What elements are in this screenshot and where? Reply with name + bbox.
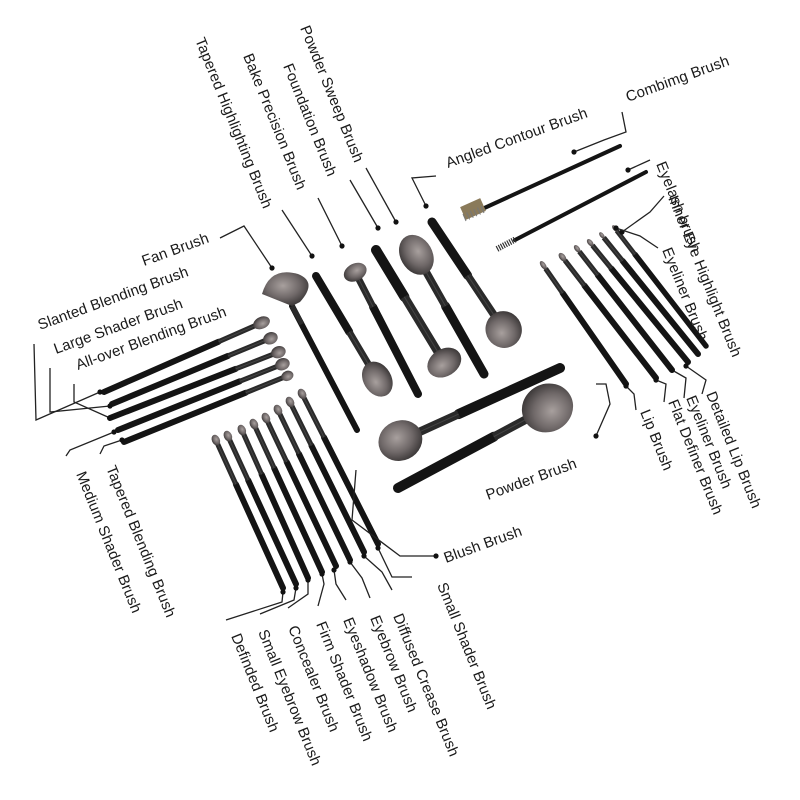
- diffused-crease-brush-leader-dot: [361, 553, 367, 559]
- tapered-highlighting-brush-image: [312, 272, 393, 397]
- leader-lines: [33, 111, 707, 621]
- eyeliner-brush-top-leader-dot: [613, 225, 619, 231]
- bake-precision-brush-leader-line: [317, 197, 343, 247]
- eyeliner-brush-top-image: [599, 232, 701, 357]
- blush-brush-image: [378, 363, 565, 461]
- definded-brush-leader-dot: [280, 589, 286, 595]
- tapered-blending-brush-leader-dot: [119, 437, 125, 443]
- fan-brush-leader-dot: [269, 265, 275, 271]
- eyebrow-brush-leader-dot: [347, 559, 353, 565]
- foundation-brush-image: [343, 262, 422, 398]
- tapered-highlighting-brush-label: Tapered Highlighting Brush: [191, 35, 275, 211]
- small-eyebrow-brush-leader-dot: [293, 585, 299, 591]
- definded-brush-leader-line: [225, 591, 284, 621]
- blush-brush-leader-dot: [433, 553, 439, 559]
- tapered-highlighting-brush-leader-dot: [309, 253, 315, 259]
- angled-contour-brush-image: [427, 217, 522, 348]
- combing-brush-leader-line: [573, 111, 627, 153]
- angled-contour-brush-leader-dot: [423, 203, 429, 209]
- eyeshadow-brush-leader-dot: [331, 567, 337, 573]
- medium-shader-brush-image: [115, 358, 290, 433]
- flat-definer-brush-leader-dot: [653, 377, 659, 383]
- blush-brush-leader-line: [351, 469, 436, 557]
- eyeliner-brush-top-leader-line: [615, 227, 659, 249]
- powder-sweep-brush-image: [399, 234, 489, 379]
- firm-shader-brush-leader-dot: [319, 571, 325, 577]
- eyeshadow-brush-image: [261, 412, 339, 569]
- diffused-crease-brush-leader-line: [363, 555, 393, 591]
- combing-brush-label: Combimg Brush: [624, 53, 732, 106]
- eyeliner-brush-bottom-image: [573, 245, 675, 373]
- powder-sweep-brush-leader-dot: [393, 219, 399, 225]
- small-shader-brush-leader-line: [377, 547, 412, 578]
- tapered-blending-brush-image: [121, 370, 294, 445]
- eyebrow-brush-leader-line: [349, 561, 371, 599]
- all-over-blending-brush-leader-dot: [107, 415, 113, 421]
- eyeliner-brush-bottom-leader-dot: [669, 367, 675, 373]
- detailed-lip-brush-leader-line: [685, 365, 707, 395]
- powder-brush-leader-line: [595, 383, 611, 437]
- large-shader-brush-image: [109, 332, 278, 407]
- diffused-crease-brush-image: [285, 396, 367, 555]
- angled-contour-brush-label: Angled Contour Brush: [444, 105, 590, 172]
- all-over-blending-brush-leader-line: [73, 384, 111, 419]
- definded-brush-image: [211, 434, 286, 591]
- concealer-brush-leader-dot: [305, 577, 311, 583]
- foundation-brush-leader-dot: [375, 225, 381, 231]
- small-shader-brush-leader-dot: [375, 545, 381, 551]
- flat-definer-brush-image: [558, 252, 659, 381]
- detailed-lip-brush-leader-dot: [683, 363, 689, 369]
- powder-brush-label: Powder Brush: [484, 455, 579, 504]
- lip-brush-image: [539, 260, 629, 387]
- eyeshadow-brush-leader-line: [333, 569, 347, 601]
- fan-brush-label: Fan Brush: [140, 230, 212, 270]
- eyeliner-brush-bottom-leader-line: [671, 369, 687, 399]
- fan-brush-leader-line: [219, 225, 273, 269]
- detailed-lip-brush-image: [586, 238, 691, 365]
- medium-shader-brush-leader-dot: [111, 429, 117, 435]
- tapered-highlighting-brush-leader-line: [281, 209, 313, 257]
- eyelash-brush-image: [495, 170, 648, 252]
- slanted-blending-brush-leader-dot: [97, 389, 103, 395]
- lip-brush-leader-line: [625, 385, 637, 411]
- concealer-brush-leader-line: [287, 580, 309, 609]
- medium-shader-brush-leader-line: [65, 431, 115, 457]
- powder-brush-image: [393, 383, 574, 493]
- small-shader-brush-label: Small Shader Brush: [433, 580, 499, 712]
- tapered-blending-brush-leader-line: [99, 439, 123, 455]
- inner-eye-highlight-brush-leader-line: [621, 195, 665, 233]
- inner-eye-highlight-brush-image: [612, 225, 709, 349]
- combing-brush-leader-dot: [571, 149, 577, 155]
- large-shader-brush-leader-line: [49, 368, 111, 413]
- angled-contour-brush-leader-line: [410, 175, 437, 207]
- concealer-brush-image: [237, 424, 311, 581]
- small-eyebrow-brush-image: [223, 430, 299, 587]
- firm-shader-brush-image: [249, 418, 325, 575]
- all-over-blending-brush-image: [107, 345, 286, 421]
- firm-shader-brush-leader-line: [317, 573, 325, 607]
- slanted-blending-brush-leader-line: [33, 343, 101, 421]
- foundation-brush-leader-line: [349, 179, 379, 229]
- powder-sweep-brush-leader-line: [365, 167, 397, 223]
- small-eyebrow-brush-leader-line: [259, 587, 297, 615]
- fan-brush-image: [262, 272, 360, 433]
- combing-brush-image: [460, 144, 622, 222]
- eyelash-brush-leader-line: [627, 159, 651, 171]
- slanted-blending-brush-image: [101, 316, 270, 395]
- lip-brush-leader-dot: [623, 383, 629, 389]
- blush-brush-label: Blush Brush: [442, 523, 525, 567]
- powder-brush-leader-dot: [593, 433, 599, 439]
- large-shader-brush-leader-dot: [107, 403, 113, 409]
- small-shader-brush-image: [297, 388, 381, 547]
- bake-precision-brush-leader-dot: [339, 243, 345, 249]
- brush-photo-layer: [101, 144, 709, 591]
- bake-precision-brush-image: [371, 245, 462, 378]
- eyebrow-brush-image: [273, 404, 353, 563]
- eyelash-brush-leader-dot: [625, 167, 631, 173]
- flat-definer-brush-leader-line: [655, 379, 667, 403]
